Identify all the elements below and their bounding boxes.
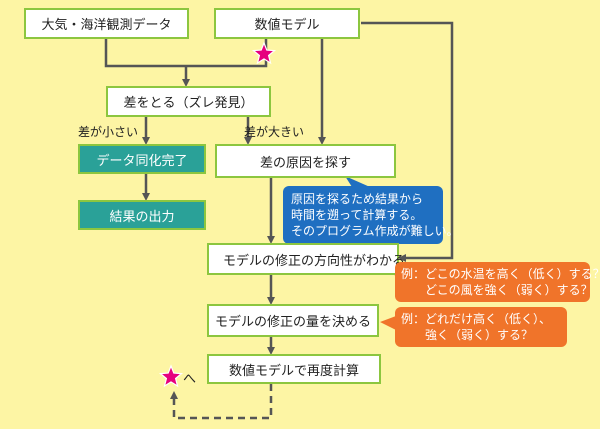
callout-orange-amount: 例：どれだけ高く（低く）、 強く（弱く）する？ [395, 307, 567, 347]
orange-callout2-pointer [380, 316, 396, 330]
callout-blue-line: 時間を遡って計算する。 [291, 208, 423, 222]
callout-blue: 原因を探るため結果から 時間を遡って計算する。 そのプログラム作成が難しい。 [283, 186, 459, 244]
node-recalculate: 数値モデルで再度計算 [207, 354, 381, 384]
callout-orange-line: 例：どこの水温を高く（低く）する？ [401, 267, 600, 281]
callout-orange-line: 例：どれだけ高く（低く）、 [401, 312, 552, 326]
dashed-return-arrow [170, 384, 273, 420]
label-star-to: へ [183, 372, 197, 387]
node-observation-data: 大気・海洋観測データ [24, 8, 189, 39]
label-small-difference: 差が小さい [78, 125, 139, 139]
blue-callout-pointer [345, 176, 370, 187]
node-correction-direction: モデルの修正の方向性がわかる [207, 243, 405, 275]
callout-orange-line: 強く（弱く）する？ [425, 328, 534, 342]
label-large-difference: 差が大きい [244, 125, 305, 139]
callout-orange-direction: 例：どこの水温を高く（低く）する？ どこの風を強く（弱く）する？ [395, 262, 600, 302]
node-take-difference: 差をとる（ズレ発見） [106, 86, 271, 117]
callout-orange-line: どこの風を強く（弱く）する？ [425, 283, 593, 297]
star-icon [158, 364, 184, 388]
callout-blue-line: 原因を探るため結果から [291, 192, 424, 206]
node-numerical-model: 数値モデル [214, 8, 360, 39]
star-icon [251, 41, 277, 65]
node-output-results: 結果の出力 [78, 200, 206, 230]
callout-blue-line: そのプログラム作成が難しい。 [291, 224, 459, 238]
connector-model-merge [186, 39, 268, 68]
arrow-model-to-direction [361, 21, 454, 262]
node-assimilation-complete: データ同化完了 [78, 144, 206, 174]
connector-obs-merge [104, 39, 186, 68]
node-correction-amount: モデルの修正の量を決める [207, 304, 379, 337]
node-find-cause: 差の原因を探す [215, 144, 396, 178]
